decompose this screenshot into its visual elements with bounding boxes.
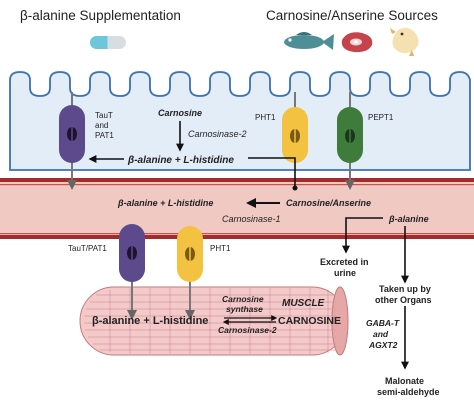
blood-beta-alanine-label: β-alanine — [388, 214, 429, 224]
excreted-label-1: Excreted in — [320, 257, 369, 267]
malonate-label-2: semi-aldehyde — [377, 387, 440, 397]
taken-up-label-2: other Organs — [375, 295, 432, 305]
malonate-label-1: Malonate — [385, 376, 424, 386]
capsule-icon — [90, 36, 126, 49]
excretion-arrow — [342, 217, 383, 254]
pht1-to-products-line — [248, 157, 296, 188]
enterocyte-taut-label: TauT — [95, 111, 113, 120]
enzymes-and-label: and — [373, 329, 389, 339]
muscle-carnosinase2-label: Carnosinase-2 — [218, 325, 277, 335]
enterocyte-carnosine-label: Carnosine — [158, 108, 202, 118]
muscle-pht1-transporter — [177, 226, 203, 282]
fish-icon — [284, 32, 334, 50]
enterocyte-pat1-label: PAT1 — [95, 131, 114, 140]
muscle-fiber — [79, 286, 349, 356]
enterocyte-and-label: and — [95, 121, 108, 130]
muscle-taut-pat1-transporter — [119, 224, 145, 282]
enterocyte-pept1-transporter — [337, 107, 363, 163]
sources-title: Carnosine/Anserine Sources — [266, 8, 438, 23]
supplementation-title: β-alanine Supplementation — [20, 8, 181, 23]
muscle-carnosine-label: CARNOSINE — [278, 315, 341, 327]
taken-up-label-1: Taken up by — [379, 284, 431, 294]
muscle-products-label: β-alanine + L-histidine — [92, 315, 208, 327]
muscle-taut-label: TauT/PAT1 — [68, 244, 107, 253]
muscle-synthase-label-2: synthase — [226, 304, 263, 314]
gaba-t-label: GABA-T — [366, 318, 400, 328]
agxt2-label: AGXT2 — [368, 340, 398, 350]
enterocyte-carnosinase2-label: Carnosinase-2 — [188, 129, 247, 139]
blood-carnosine-anserine-label: Carnosine/Anserine — [286, 198, 371, 208]
meat-icon — [341, 32, 373, 53]
blood-products-label: β-alanine + L-histidine — [117, 198, 213, 208]
muscle-pht1-label: PHT1 — [210, 244, 231, 253]
muscle-title-label: MUSCLE — [282, 298, 325, 309]
chicken-icon — [390, 27, 419, 56]
enterocyte-pht1-transporter — [282, 107, 308, 163]
enterocyte-products-label: β-alanine + L-histidine — [127, 155, 234, 166]
blood-vessel — [0, 178, 474, 239]
excreted-label-2: urine — [334, 268, 356, 278]
enterocyte-pht1-label: PHT1 — [255, 113, 276, 122]
blood-carnosinase1-label: Carnosinase-1 — [222, 214, 281, 224]
enterocyte-pept1-label: PEPT1 — [368, 113, 394, 122]
enterocyte-taut-pat1-transporter — [59, 105, 85, 163]
muscle-synthase-label-1: Carnosine — [222, 294, 264, 304]
